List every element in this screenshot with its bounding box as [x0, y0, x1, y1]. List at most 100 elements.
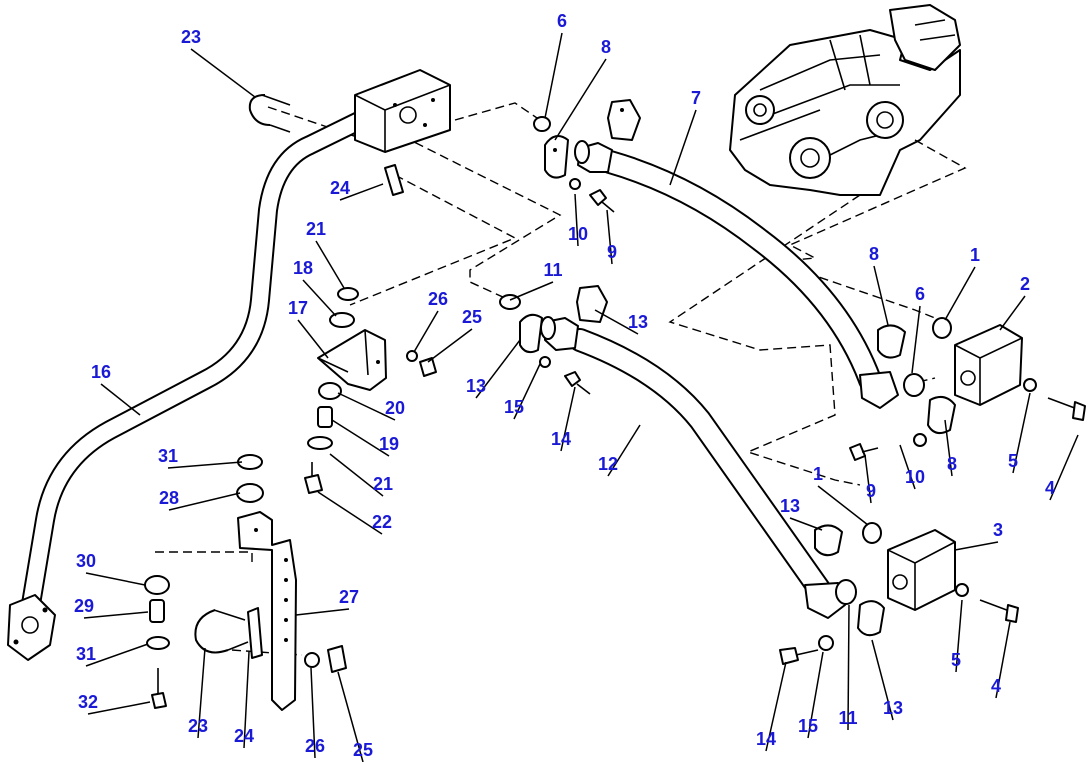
u-bolt-top: [248, 94, 291, 133]
callout-c2: 2: [1020, 274, 1030, 294]
callout-c11a: 11: [543, 260, 562, 280]
callout-c21b: 21: [373, 474, 393, 494]
callout-c9a: 9: [607, 242, 617, 262]
block-3: [887, 529, 956, 611]
callout-c30: 30: [76, 551, 96, 571]
callout-c23a: 23: [181, 27, 201, 47]
leader-c32: [87, 701, 151, 715]
callout-c23b: 23: [188, 716, 208, 736]
callout-c13d: 13: [883, 698, 903, 718]
callout-c21a: 21: [306, 219, 326, 239]
callout-c31b: 31: [76, 644, 96, 664]
u-bolt-bottom: [194, 609, 249, 654]
callout-c25b: 25: [353, 740, 373, 760]
callout-c9b: 9: [866, 481, 876, 501]
leader-c13a: [594, 309, 639, 335]
leader-c13d: [871, 639, 894, 721]
leader-c9b: [864, 454, 872, 504]
mount-hardware: [304, 287, 437, 494]
callout-c32: 32: [78, 692, 98, 712]
leader-c4a: [1049, 434, 1079, 501]
callout-c27: 27: [339, 587, 359, 607]
leader-c12: [607, 424, 641, 477]
callout-c7: 7: [691, 88, 701, 108]
callout-c24a: 24: [330, 178, 350, 198]
leader-c28: [168, 492, 241, 511]
callout-c14b: 14: [756, 729, 776, 749]
callout-c10b: 10: [905, 467, 925, 487]
o-rings: [499, 116, 952, 605]
callout-c13a: 13: [628, 312, 648, 332]
clamp-24-top: [384, 164, 404, 196]
callout-c17: 17: [288, 298, 308, 318]
callout-c16: 16: [91, 362, 111, 382]
leader-c18: [302, 279, 337, 317]
leader-c26a: [413, 310, 439, 353]
leader-c31b: [85, 643, 149, 667]
leader-c23a: [190, 48, 256, 98]
leader-c6a: [544, 32, 563, 119]
tube-end-block: [354, 69, 451, 153]
leader-c10a: [574, 193, 579, 247]
leader-c5a: [1012, 392, 1031, 474]
hose-7: [574, 140, 899, 409]
callout-c26a: 26: [428, 289, 448, 309]
leader-c11a: [509, 281, 554, 301]
callout-c18: 18: [293, 258, 313, 278]
leader-c27: [295, 608, 350, 616]
leader-c25b: [337, 671, 364, 762]
leader-c9a: [606, 209, 613, 265]
leader-c1a: [944, 266, 976, 321]
callout-c5a: 5: [1008, 451, 1018, 471]
callout-c8a: 8: [601, 37, 611, 57]
callout-c6b: 6: [915, 284, 925, 304]
leader-c21a: [315, 240, 345, 289]
callout-c20: 20: [385, 398, 405, 418]
leader-c15a: [513, 363, 541, 420]
split-flanges: [519, 99, 956, 637]
leader-c17: [297, 319, 329, 359]
callout-c19: 19: [379, 434, 399, 454]
leader-c21b: [329, 453, 384, 497]
callout-c28: 28: [159, 488, 179, 508]
leader-c8b: [873, 265, 889, 326]
callout-c3: 3: [993, 520, 1003, 540]
callout-c10a: 10: [568, 224, 588, 244]
leader-c24b: [243, 651, 250, 749]
bolts-and-washers: [539, 178, 1086, 665]
callout-c15a: 15: [504, 397, 524, 417]
leader-c23b: [197, 647, 206, 739]
leader-c1b: [817, 485, 869, 526]
hydraulic-pump: [729, 4, 961, 196]
leader-c14a: [560, 386, 576, 452]
leader-c10b: [899, 444, 916, 490]
callout-c25a: 25: [462, 307, 482, 327]
callout-c31a: 31: [158, 446, 178, 466]
leader-c8a: [554, 58, 607, 141]
callout-c13c: 13: [780, 496, 800, 516]
leader-c22: [317, 491, 383, 535]
leader-c13c: [789, 517, 823, 531]
callout-leaders: [83, 32, 1079, 762]
leader-c24a: [339, 183, 384, 201]
leader-c2: [999, 295, 1026, 331]
callout-c8b: 8: [869, 244, 879, 264]
callout-c1b: 1: [813, 464, 823, 484]
leader-c26b: [310, 667, 316, 759]
callout-c13b: 13: [466, 376, 486, 396]
bracket-17: [317, 329, 387, 391]
block-2: [954, 324, 1023, 406]
bracket-27: [237, 511, 297, 711]
clamp-24-bottom: [247, 607, 263, 659]
leader-c30: [85, 572, 146, 586]
leader-c4b: [995, 621, 1011, 699]
callout-c22: 22: [372, 512, 392, 532]
callout-c15b: 15: [798, 716, 818, 736]
callout-c8c: 8: [947, 454, 957, 474]
callout-c1a: 1: [970, 245, 980, 265]
callout-c6a: 6: [557, 11, 567, 31]
leader-c29: [83, 611, 149, 619]
callout-c26b: 26: [305, 736, 325, 756]
